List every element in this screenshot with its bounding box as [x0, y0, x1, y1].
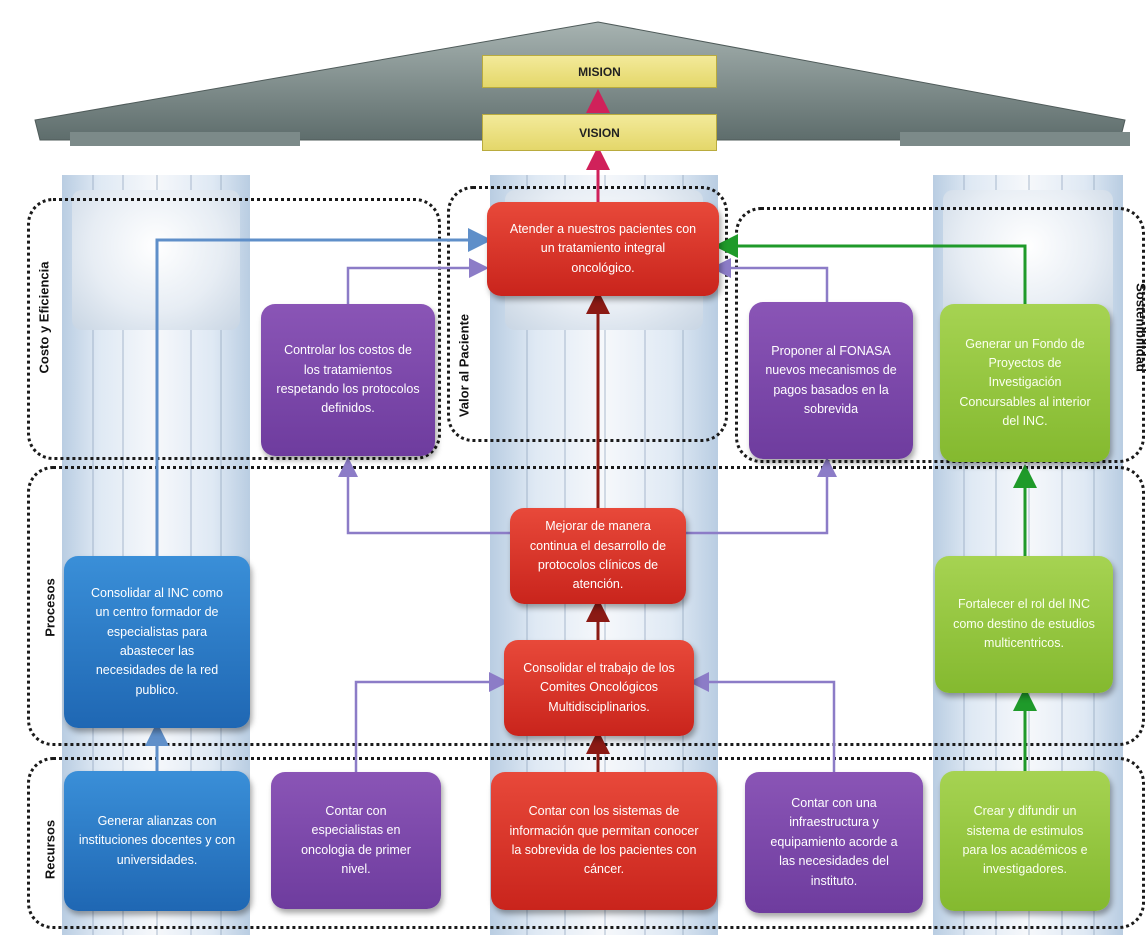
region-costo-eficiencia [27, 198, 441, 460]
box-fortalecer-rol: Fortalecer el rol del INC como destino d… [935, 556, 1113, 693]
arrow-controlar-atender [346, 258, 489, 304]
arrow-especialistas-comites [354, 672, 509, 772]
box-generar-alianzas: Generar alianzas con instituciones docen… [64, 771, 250, 911]
box-contar-infraestructura: Contar con una infraestructura y equipam… [745, 772, 923, 913]
region-sostenibilidad [735, 207, 1145, 463]
region-recursos [27, 757, 1145, 929]
box-controlar-costos: Controlar los costos de los tratamientos… [261, 304, 435, 456]
arrow-fondo-atender [714, 234, 1027, 304]
arrow-consolidar-inc-atender [155, 228, 492, 556]
box-consolidar-inc: Consolidar al INC como un centro formado… [64, 556, 250, 728]
arrow-infraestructura-comites [689, 672, 836, 772]
vision-box: VISION [482, 114, 717, 151]
arrow-mejorar-proponer [686, 457, 837, 535]
roof-cornice [900, 132, 1130, 146]
box-contar-sistemas: Contar con los sistemas de información q… [491, 772, 717, 910]
mision-box: MISION [482, 55, 717, 88]
box-mejorar-protocolos: Mejorar de manera continua el desarrollo… [510, 508, 686, 604]
roof-cornice [70, 132, 300, 146]
box-atender-pacientes: Atender a nuestros pacientes con un trat… [487, 202, 719, 296]
arrow-proponer-atender [711, 258, 829, 302]
box-proponer-fonasa: Proponer al FONASA nuevos mecanismos de … [749, 302, 913, 459]
box-contar-especialistas: Contar con especialistas en oncologia de… [271, 772, 441, 909]
box-consolidar-comites: Consolidar el trabajo de los Comites Onc… [504, 640, 694, 736]
box-crear-estimulos: Crear y difundir un sistema de estimulos… [940, 771, 1110, 911]
box-generar-fondo: Generar un Fondo de Proyectos de Investi… [940, 304, 1110, 462]
arrow-mejorar-controlar [338, 457, 510, 535]
region-valor-paciente [447, 186, 728, 442]
